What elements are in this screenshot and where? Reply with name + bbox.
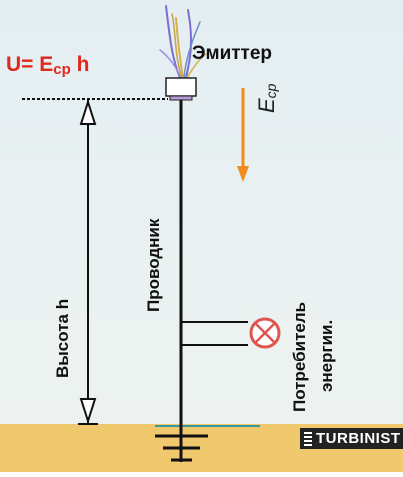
logo: TURBINIST [300,428,403,449]
lamp-icon [249,317,281,349]
logo-mark-icon [304,431,312,446]
emitter-plume-icon [159,5,207,79]
consumer-label-line2: энергии. [317,319,336,392]
formula-label: U= Ecp h [6,53,90,78]
ground-symbol-icon [155,434,208,462]
consumer-circuit [181,321,248,346]
emitter-label: Эмиттер [192,43,273,64]
height-label: Высота h [53,298,72,378]
height-dimension [22,98,168,425]
logo-text: TURBINIST [316,430,401,447]
consumer-label-line1: Потребитель [290,301,309,412]
conductor-label: Проводник [144,218,163,312]
field-label: Ecp [254,83,279,113]
emitter-cup [165,77,197,101]
field-arrow [237,88,249,182]
